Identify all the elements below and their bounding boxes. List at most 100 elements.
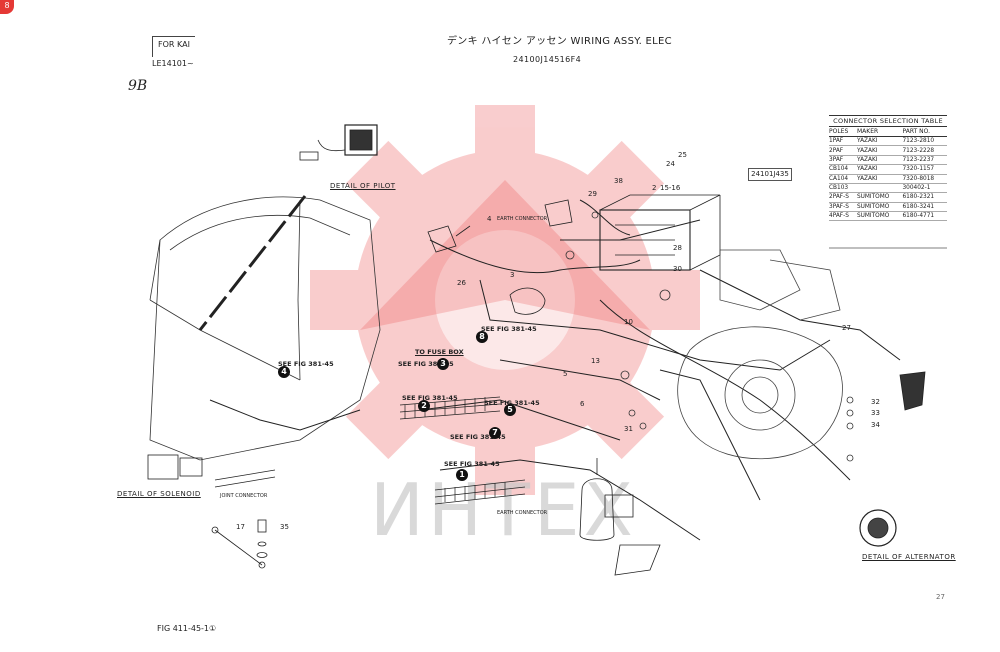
table-cell: SUMITOMO [857,202,903,213]
see-fig-ref: SEE FIG 381-45 [444,460,500,468]
table-cell: 6180-3241 [902,202,947,213]
diagram-title: デンキ ハイセン アッセン WIRING ASSY. ELEC [447,36,672,47]
table-cell: 3PAF-S [829,202,857,213]
table-cell: YAZAKI [857,145,903,156]
part-callout: 25 [678,151,687,159]
table-cell: 2PAF [829,145,857,156]
table-header: MAKER [857,127,903,137]
watermark-text: ИНТЕХ [370,468,637,552]
marker-5[interactable]: 5 [504,404,516,416]
part-callout: 28 [673,244,682,252]
part-callout: 17 [236,523,245,531]
table-cell: 7320-8018 [902,174,947,184]
see-fig-ref: SEE FIG 381-45 [278,360,334,368]
part-callout: 3 [510,271,515,279]
earth-connector-label: EARTH CONNECTOR [497,216,548,222]
solenoid-icon [147,454,203,480]
work-lamp-right-icon [544,199,573,227]
for-box [152,36,195,57]
detail-alternator-label: DETAIL OF ALTERNATOR [862,553,956,561]
part-callout: 15-16 [660,184,681,192]
table-cell: 3PAF [829,155,857,166]
part-callout: 35 [280,523,289,531]
connector-strip-2 [434,479,526,505]
table-cell: YAZAKI [857,164,903,175]
handwritten-note: 9B [128,78,148,94]
earth-terminal-icon [211,519,268,569]
work-lamp-left-icon [427,225,471,253]
part-callout: 6 [580,400,585,408]
battery-box-icon [599,194,721,271]
table-caption: CONNECTOR SELECTION TABLE [829,115,947,127]
see-fig-ref: SEE FIG 381-45 [481,325,537,333]
table-cell: 6180-2321 [902,192,947,203]
part-callout: 30 [673,265,682,273]
joint-connector-label: JOINT CONNECTOR [220,493,268,499]
alternator-icon [859,509,897,547]
marker-8[interactable]: 8 [476,331,488,343]
table-cell: YAZAKI [857,155,903,166]
table-row: CB103 300402-1 [829,183,947,194]
page-number: 27 [936,593,945,601]
part-callout: 27 [842,324,851,332]
table-cell: CB103 [829,183,857,194]
marker-3[interactable]: 3 [437,358,449,370]
table-cell: YAZAKI [857,174,903,184]
part-callout: 2 [652,184,657,192]
table-cell: 7123-2237 [902,155,947,166]
part-callout: 34 [871,421,880,429]
table-header: POLES [829,127,857,137]
to-fuse-box-label: TO FUSE BOX [415,348,464,356]
cab-outline [149,196,381,461]
main-harness [209,199,901,541]
table-cell: SUMITOMO [857,192,903,203]
see-fig-ref: SEE FIG 381-45 [398,360,454,368]
see-fig-ref: SEE FIG 381-45 [450,433,506,441]
part-callout: 4 [487,215,492,223]
part-callout: 29 [588,190,597,198]
table-cell: SUMITOMO [857,211,903,222]
table-cell: CA104 [829,174,857,184]
part-callout: 5 [563,370,568,378]
marker-7[interactable]: 7 [489,427,501,439]
buzzer-icon [604,494,661,576]
table-cell: 4PAF-S [829,211,857,222]
beacon-lamp-icon [579,458,615,541]
table-cell: 7123-2810 [902,136,947,147]
horn-icon [509,287,546,315]
rear-lamp-icon [899,371,926,411]
pilot-lamp-icon [299,124,378,161]
table-cell: 2PAF-S [829,192,857,203]
part-callout: 32 [871,398,880,406]
detail-pilot-label: DETAIL OF PILOT [330,182,396,190]
marker-4[interactable]: 4 [278,366,290,378]
table-cell: 6180-4771 [902,211,947,222]
part-callout: 24 [666,160,675,168]
part-callout: 38 [614,177,623,185]
marker-2[interactable]: 2 [418,400,430,412]
sub-assembly-label: 24101J435 [748,168,792,181]
see-fig-ref: SEE FIG 381-45 [484,399,540,407]
table-cell: 300402-1 [902,183,947,194]
table-cell: 7320-1157 [902,164,947,175]
figure-number: FIG 411-45-1① [157,624,217,633]
table-cell: CB104 [829,164,857,175]
part-callout: 13 [591,357,600,365]
assembly-part-number: 24100J14516F4 [513,55,582,64]
connector-strip-3 [214,469,276,488]
corner-badge[interactable]: 8 [0,0,14,14]
connector-selection-table: CONNECTOR SELECTION TABLE POLES MAKER PA… [829,115,947,222]
engine-block-icon [677,249,843,460]
detail-solenoid-label: DETAIL OF SOLENOID [117,490,201,498]
table-cell: 7123-2228 [902,145,947,156]
marker-1[interactable]: 1 [456,469,468,481]
